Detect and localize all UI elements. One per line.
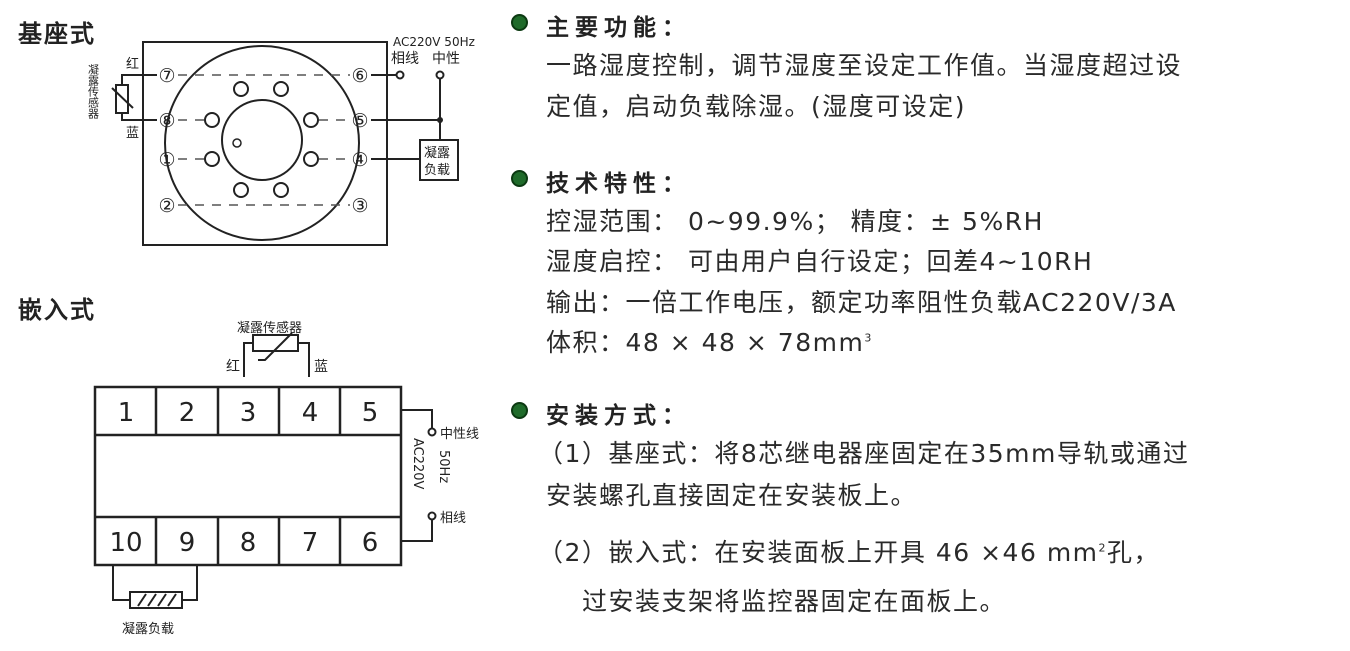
functions-line: 定值，启动负载除湿。(湿度可设定) [546,92,967,121]
bullet-icon [511,402,528,419]
power-wiring [371,70,459,181]
functions-heading: 主要功能： [546,15,691,41]
install-heading: 安装方式： [546,403,691,429]
load-label-2: 负载 [424,163,450,178]
pin-8: ⑧ [158,110,175,132]
pin-6: ⑥ [351,65,368,87]
terminal-9: 9 [179,528,196,558]
terminal-1: 1 [118,398,135,428]
terminal-5: 5 [362,398,379,428]
area-text: （2）嵌入式：在安装面板上开具 46 ×46 mm [538,538,1099,567]
dashed-guides [178,74,350,206]
terminal-8: 8 [240,528,257,558]
sensor-label: 凝露传感器 [87,63,100,120]
embed-blue-label: 蓝 [314,359,328,375]
embed-voltage-label: AC220V [410,438,425,490]
embed-phase-label: 相线 [440,511,466,526]
embed-sensor-resistor [243,332,310,377]
specs-line: 湿度启控： 可由用户自行设定；回差4~10RH [546,247,1094,276]
volume-text: 体积：48 × 48 × 78mm [546,328,865,357]
specs-line: 控湿范围： 0~99.9%； 精度：± 5%RH [546,207,1044,236]
terminal-4: 4 [302,398,319,428]
power-label: AC220V 50Hz [393,35,475,49]
module-body [93,385,403,567]
phase-label: 相线 [391,51,419,67]
embed-power-wiring [401,409,437,542]
bullet-icon [511,14,528,31]
specs-line: 输出：一倍工作电压，额定功率阻性负载AC220V/3A [546,288,1177,317]
sensor-resistor [111,74,157,121]
functions-line: 一路湿度控制，调节湿度至设定工作值。当湿度超过设 [546,51,1183,80]
specs-heading: 技术特性： [546,171,691,197]
pin-2: ② [158,195,175,217]
pin-7: ⑦ [158,65,175,87]
pin-1: ① [158,149,175,171]
terminal-6: 6 [362,528,379,558]
pin-5: ⑤ [351,110,368,132]
embed-red-label: 红 [226,359,240,375]
socket-outline [142,41,388,246]
embed-neutral-label: 中性线 [440,427,479,442]
specs-line-volume: 体积：48 × 48 × 78mm3 [546,323,873,359]
embed-freq-label: 50Hz [436,450,451,483]
bullet-icon [511,170,528,187]
install-line-area: （2）嵌入式：在安装面板上开具 46 ×46 mm2孔， [538,533,1160,569]
base-wiring-diagram: ⑦ ⑧ ① ② ⑥ ⑤ ④ ③ 红 蓝 凝露传感器 AC220V 50Hz 相线… [87,35,475,246]
terminal-3: 3 [240,398,257,428]
pin-holes [204,81,319,198]
embed-load-label: 凝露负载 [122,621,174,637]
pin-3: ③ [351,195,368,217]
terminal-10: 10 [109,528,142,558]
embed-load [112,565,198,609]
load-label-1: 凝露 [424,145,450,161]
embed-wiring-diagram: 凝露传感器 红 蓝 1 2 3 4 5 10 9 8 7 6 中性线 相线 AC… [93,320,479,637]
install-line: 过安装支架将监控器固定在面板上。 [582,587,1007,616]
center-hole [221,99,303,181]
area-sup: 2 [1098,541,1108,555]
embed-mount-title: 嵌入式 [18,296,96,324]
install-line: （1）基座式：将8芯继电器座固定在35mm导轨或通过 [538,439,1190,468]
terminal-2: 2 [179,398,196,428]
area-text-end: 孔， [1107,538,1161,567]
base-mount-title: 基座式 [18,20,96,48]
red-wire-label: 红 [126,56,139,72]
install-line: 安装螺孔直接固定在安装板上。 [546,481,918,510]
pin-4: ④ [351,149,368,171]
terminal-7: 7 [302,528,319,558]
embed-sensor-label: 凝露传感器 [237,320,302,336]
blue-wire-label: 蓝 [126,126,139,141]
volume-sup: 3 [864,331,873,345]
socket-circle [164,45,360,241]
neutral-label: 中性 [432,51,460,67]
